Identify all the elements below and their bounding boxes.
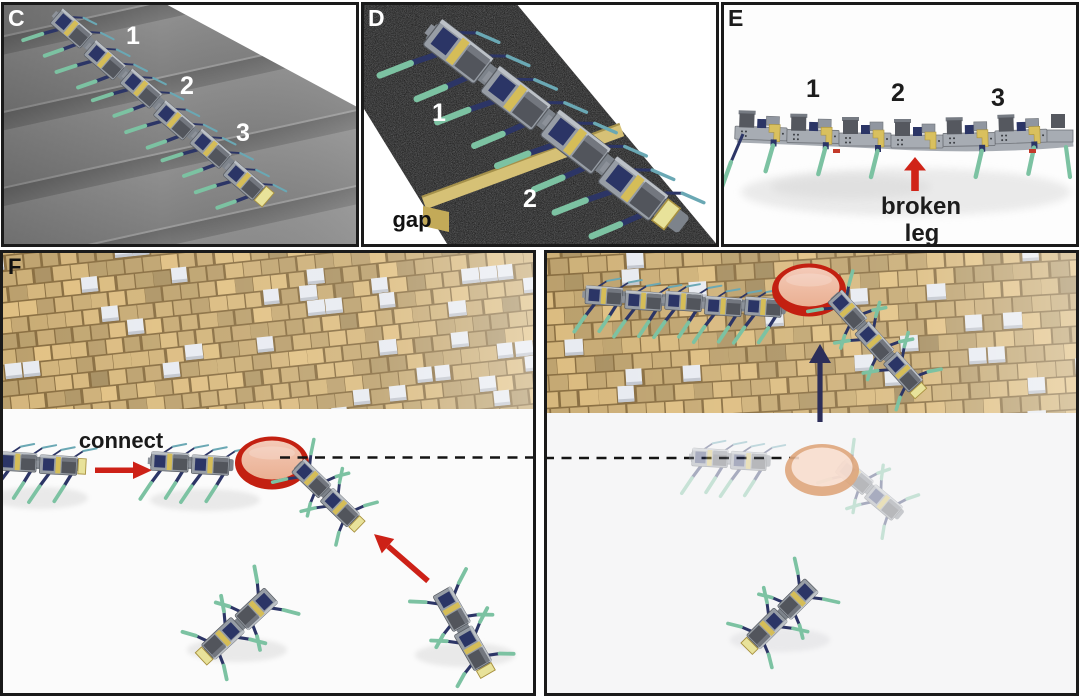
- panel-e-scene: 1 2 3 broken leg E: [721, 2, 1079, 247]
- brick-road: [0, 250, 536, 409]
- panel-e-border: [721, 2, 1079, 247]
- chain-on-bricks: [572, 273, 804, 350]
- chain-wrap-right: [805, 269, 943, 412]
- panel-e-mark-3: 3: [991, 84, 1005, 112]
- panel-c-mark-1: 1: [126, 22, 140, 50]
- panel-e-mark-1: 1: [806, 75, 820, 103]
- chain-robot-right: [270, 437, 379, 547]
- panel-c-mark-3: 3: [236, 119, 250, 147]
- robot-chain-stairs: [21, 2, 289, 239]
- panel-c-border: [1, 2, 359, 247]
- panel-e-label: E: [728, 5, 743, 31]
- ground-shadow-2: [771, 175, 931, 199]
- single-robot: [0, 439, 99, 509]
- panel-e-mark-2: 2: [891, 79, 905, 107]
- panel-d-border: [361, 2, 719, 247]
- robot-chain-gap: [379, 2, 705, 247]
- approaching-robot: [726, 556, 841, 670]
- panel-f-label: F: [8, 254, 21, 279]
- panel-f-left: connect: [0, 250, 536, 696]
- transport-arrow-icon: [809, 344, 831, 422]
- free-robot-2: [408, 567, 516, 689]
- panel-f-right-border: [544, 250, 1079, 696]
- broken-leg-arrow-icon: [904, 157, 926, 191]
- panel-f-right: [544, 250, 1079, 696]
- chain-robot-left: [138, 439, 260, 511]
- panel-e: 1 2 3 broken leg E: [721, 2, 1079, 247]
- panel-d-mark-2: 2: [523, 185, 537, 213]
- connect-arrow-icon: [95, 461, 152, 479]
- free-robot-1: [180, 564, 301, 682]
- panel-f-left-scene: connect: [0, 250, 536, 696]
- panel-d: 1 2 gap D: [361, 2, 719, 247]
- panel-c-scene: 1 2 3 C: [1, 2, 359, 247]
- panel-c-mark-2: 2: [180, 72, 194, 100]
- brick-road-right: [544, 250, 1079, 413]
- panel-d-mark-1: 1: [432, 99, 446, 127]
- broken-leg-caption-line2: leg: [905, 220, 940, 247]
- approach-arrow-icon: [374, 534, 430, 584]
- panel-c-label: C: [8, 5, 25, 31]
- panel-d-label: D: [368, 5, 385, 31]
- panel-f-right-scene: [544, 250, 1079, 696]
- panel-d-scene: 1 2 gap D: [361, 2, 719, 247]
- panel-c: 1 2 3 C: [1, 2, 359, 247]
- robot-chain-side: [721, 110, 1074, 190]
- panel-f-left-border: [0, 250, 536, 696]
- connect-label: connect: [79, 428, 164, 453]
- ghost-dish-icon: [785, 444, 859, 496]
- gap-label: gap: [392, 207, 431, 232]
- broken-leg-caption-line1: broken: [881, 193, 961, 220]
- background-cutout: [162, 2, 359, 108]
